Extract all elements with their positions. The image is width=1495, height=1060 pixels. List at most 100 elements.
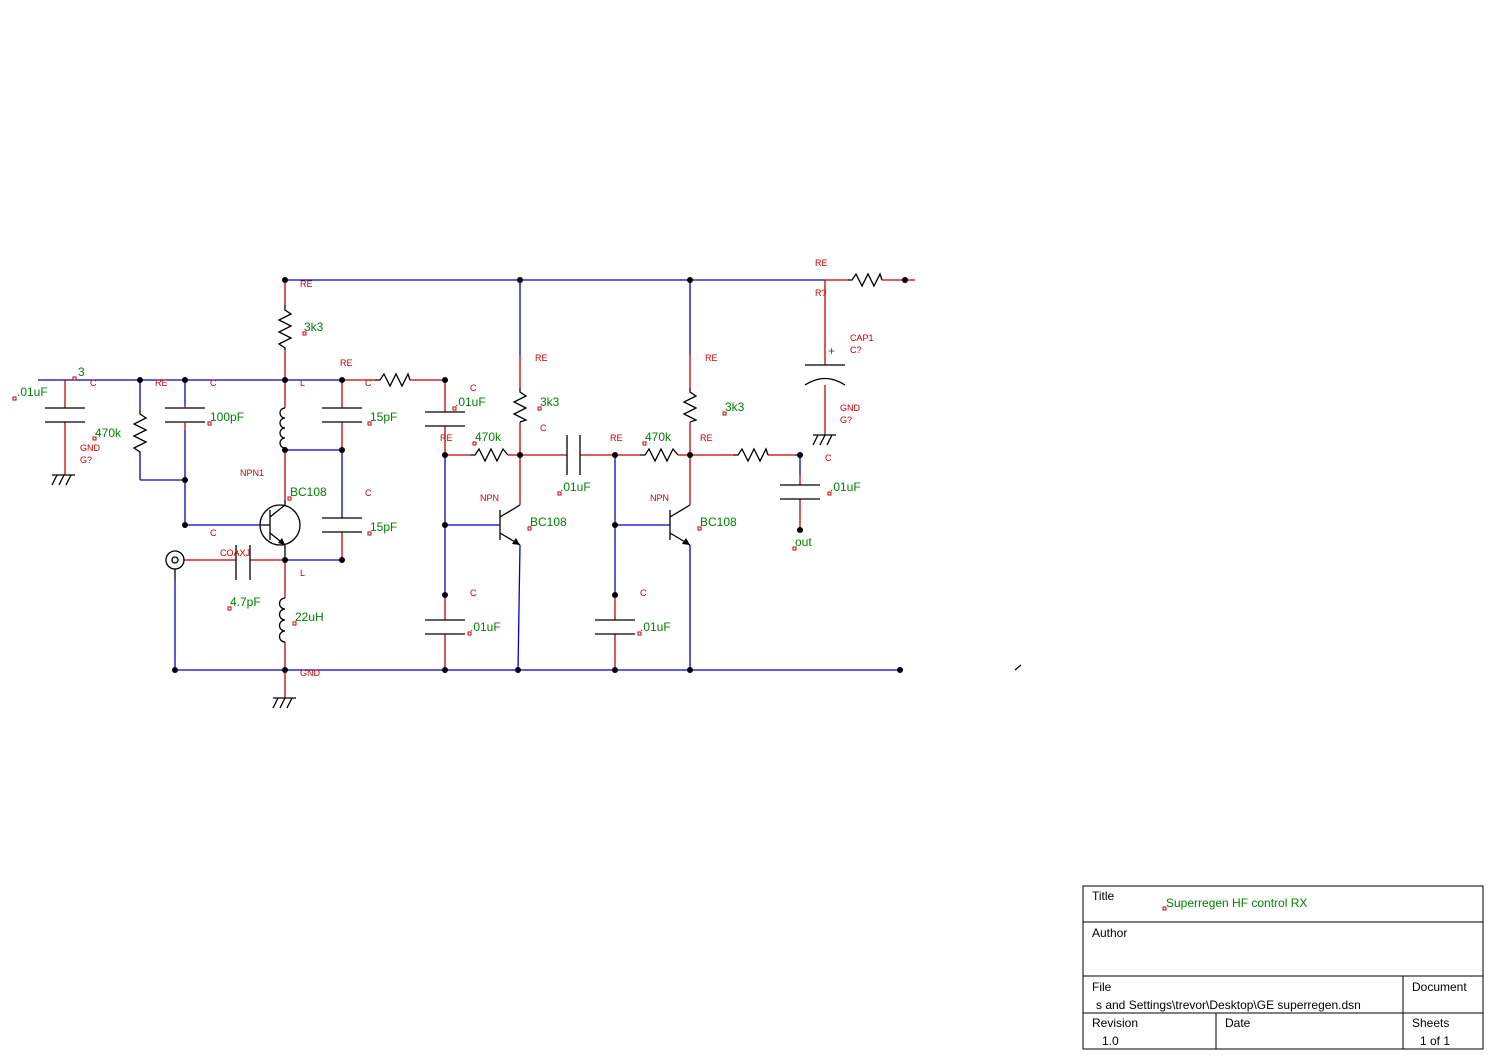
label-out-pin: out	[795, 535, 812, 549]
ref-c-in: C	[90, 378, 97, 388]
capacitor-01uf-q3-emitter	[595, 619, 635, 635]
label-value-choke: 22uH	[295, 610, 324, 624]
revision-value: 1.0	[1102, 1034, 1119, 1048]
label-value-c-couple: .01uF	[560, 480, 591, 494]
file-value: s and Settings\trevor\Desktop\GE superre…	[1096, 998, 1361, 1012]
inductor-choke-22uh	[278, 597, 286, 643]
label-value-r-3k3-q1: 3k3	[304, 320, 324, 334]
ref-c-out: C	[825, 453, 832, 463]
ground-icon-main	[272, 697, 296, 709]
pin-markers	[12, 331, 1167, 911]
title-value: Superregen HF control RX	[1166, 896, 1307, 910]
label-value-q1: BC108	[290, 485, 327, 499]
label-value-r-bias: 470k	[95, 426, 122, 440]
label-value-r-470k-q3: 470k	[645, 430, 672, 444]
transistor-q3	[669, 504, 691, 546]
ref-gnd-left: GND	[80, 443, 101, 453]
ref-q2: NPN	[480, 493, 499, 503]
label-value-c-4p7: 4.7pF	[230, 595, 261, 609]
transistor-q1	[259, 500, 301, 560]
ref-c-4p7: C	[210, 528, 217, 538]
capacitor-01uf-output	[780, 484, 820, 500]
label-value-c-01-q3e: .01uF	[640, 620, 671, 634]
title-block: Title Superregen HF control RX Author Fi…	[1082, 885, 1484, 1050]
resistor-470k-q2	[470, 447, 509, 463]
transistor-q2	[499, 504, 521, 546]
resistor-470k-bias	[132, 410, 148, 455]
capacitor-01uf-q2-emitter	[425, 619, 465, 635]
ref-r-470k-q3: RE	[610, 433, 623, 443]
label-value-r-3k3-q3: 3k3	[725, 400, 745, 414]
label-value-c-out: .01uF	[830, 480, 861, 494]
resistor-3k3-q1	[277, 305, 293, 350]
revision-label: Revision	[1092, 1016, 1138, 1030]
ref-r-out: RE	[700, 433, 713, 443]
ref-cap1: CAP1	[850, 333, 874, 343]
ref-r-supply: RE	[815, 258, 828, 268]
ground-icon-left	[51, 474, 75, 486]
resistor-3k3-q2	[512, 388, 528, 423]
ref-c-01-q2e: C	[470, 588, 477, 598]
inductor-tank	[279, 407, 286, 449]
ref-r-3k3-q2: RE	[535, 353, 548, 363]
file-label: File	[1092, 980, 1112, 994]
capacitor-4p7	[235, 545, 251, 580]
author-label: Author	[1092, 926, 1127, 940]
ref-r-470k-q2: RE	[440, 433, 453, 443]
ref-coax: COAXJ	[220, 548, 250, 558]
label-value-r-470k-q2: 470k	[475, 430, 502, 444]
ref-gnd-right-2: G?	[840, 415, 852, 425]
ref-q1: NPN1	[240, 468, 264, 478]
capacitor-coupling	[566, 435, 581, 475]
ground-icon-right	[812, 434, 836, 446]
ref-r-series: RE	[340, 358, 353, 368]
resistor-series-l	[375, 372, 411, 388]
label-value-c-01-q2e: .01uF	[470, 620, 501, 634]
resistor-3k3-q3	[682, 388, 698, 423]
ref-choke: L	[300, 568, 305, 578]
title-label: Title	[1092, 889, 1115, 903]
resistor-supply	[848, 272, 883, 288]
ref-r-3k3-q3: RE	[705, 353, 718, 363]
ref-gnd-left-2: G?	[80, 455, 92, 465]
component-leads	[64, 279, 915, 698]
ref-inductor-l: L	[300, 378, 305, 388]
ref-cap1-2: C?	[850, 345, 862, 355]
junction-dots	[137, 277, 908, 673]
capacitor-cap1-electrolytic	[804, 364, 846, 386]
label-value-c-in: .01uF	[17, 385, 48, 399]
label-value-c-15p-bot: 15pF	[370, 520, 397, 534]
ref-c-01-q3e: C	[640, 588, 647, 598]
capacitor-15pf-top	[322, 407, 362, 423]
ref-q3: NPN	[650, 493, 669, 503]
ref-c-15p-bot: C	[365, 488, 372, 498]
ref-r-supply-2: R?	[815, 288, 827, 298]
stray-mark	[1014, 664, 1022, 671]
label-value-c-01-a: .01uF	[455, 395, 486, 409]
capacitor-01uf-input	[45, 407, 85, 423]
ref-r-3k3-q1: RE	[300, 279, 313, 289]
resistor-output	[733, 447, 769, 463]
sheets-label: Sheets	[1412, 1016, 1449, 1030]
label-input-pin: 3	[78, 365, 85, 379]
document-label: Document	[1412, 980, 1467, 994]
capacitor-100pf	[165, 405, 205, 430]
ref-c-15p-top: C	[365, 378, 372, 388]
resistor-470k-q3	[640, 447, 679, 463]
cap1-polarity-mark: +	[828, 344, 835, 358]
label-value-q2: BC108	[530, 515, 567, 529]
ref-r-bias: RE	[155, 378, 168, 388]
label-value-c-15p-top: 15pF	[370, 410, 397, 424]
ref-c-100p: C	[210, 378, 217, 388]
wire-net	[38, 279, 900, 671]
capacitor-15pf-bottom	[322, 517, 362, 533]
ref-gnd-right: GND	[840, 403, 861, 413]
ref-gnd-main: GND	[300, 668, 321, 678]
label-value-q3: BC108	[700, 515, 737, 529]
date-label: Date	[1225, 1016, 1251, 1030]
label-value-c-100p: 100pF	[210, 410, 244, 424]
coax-jack-icon	[165, 550, 185, 580]
sheets-value: 1 of 1	[1420, 1034, 1450, 1048]
label-value-r-3k3-q2: 3k3	[540, 395, 560, 409]
